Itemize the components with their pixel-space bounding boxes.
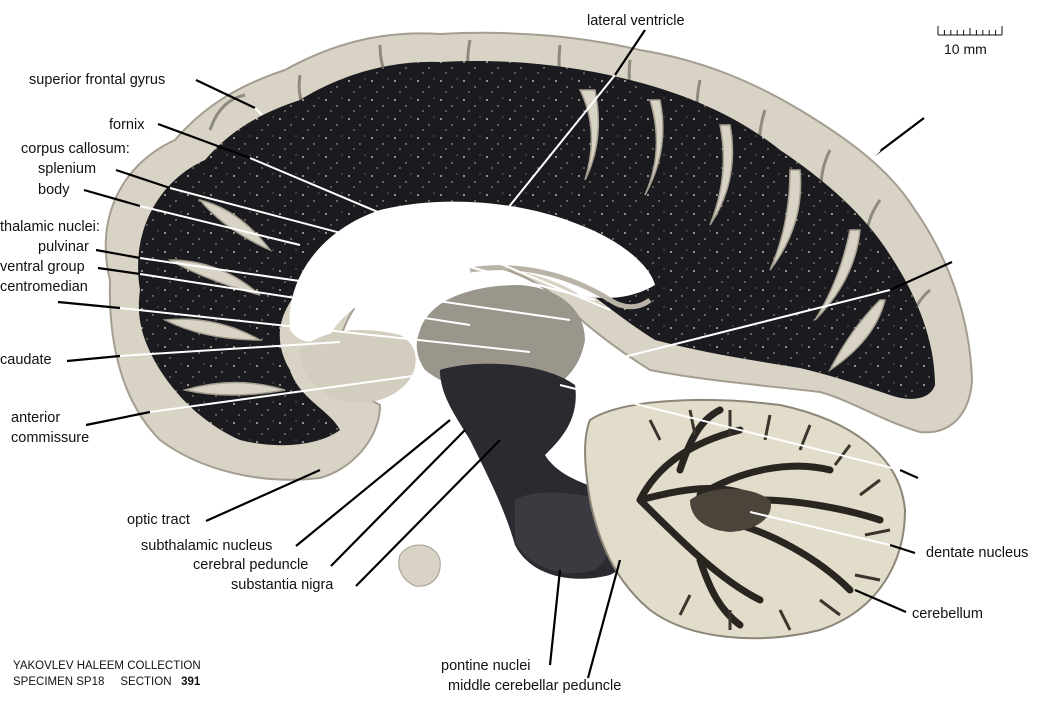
scale-bar-label: 10 mm [944,41,987,57]
footer-section-number: 391 [181,676,201,688]
leader-lines-light [119,74,901,546]
footer-specimen: SPECIMEN SP18 [13,676,105,688]
label-cerebellum: cerebellum [912,606,983,622]
label-body: body [38,182,70,198]
label-fornix: fornix [109,117,145,133]
footer-collection: YAKOVLEV HALEEM COLLECTION [13,660,201,672]
label-subthalamic-nucleus: subthalamic nucleus [141,538,273,554]
cerebral-hemisphere [104,31,974,481]
footer-specimen-line: SPECIMEN SP18 SECTION 391 [13,675,200,690]
label-centromedian: centromedian [0,279,88,295]
label-lateral-ventricle: lateral ventricle [587,13,685,29]
label-anterior: anterior [11,410,61,426]
scale-bar [937,26,1003,36]
label-caudate: caudate [0,352,52,368]
sulci [162,89,886,396]
cerebellum-body [584,399,907,640]
label-commissure: commissure [11,430,90,446]
label-pontine-nuclei: pontine nuclei [441,658,531,674]
caudate-region [299,330,416,403]
footer-section-label: SECTION [120,676,172,688]
label-cerebral-peduncle: cerebral peduncle [193,557,309,573]
label-middle-cerebellar-peduncle: middle cerebellar peduncle [448,678,622,694]
label-superior-frontal-gyrus: superior frontal gyrus [29,72,166,88]
lateral-ventricle-cavity [289,201,655,342]
label-thalamic-nuclei: thalamic nuclei: [0,219,100,235]
label-dentate-nucleus: dentate nucleus [926,545,1029,561]
arbor-vitae [636,406,884,629]
label-optic-tract: optic tract [127,512,190,528]
label-ventral-group: ventral group [0,259,85,275]
label-corpus-callosum: corpus callosum: [21,141,130,157]
pons-ventral [515,492,613,574]
fornix-band [469,265,652,310]
optic-chiasm-fragment [398,544,441,587]
label-splenium: splenium [38,161,97,177]
label-substantia-nigra: substantia nigra [231,577,334,593]
dentate-nucleus-shape [690,488,771,532]
label-pulvinar: pulvinar [38,239,89,255]
leader-lines [57,29,953,679]
brainstem [440,363,644,579]
